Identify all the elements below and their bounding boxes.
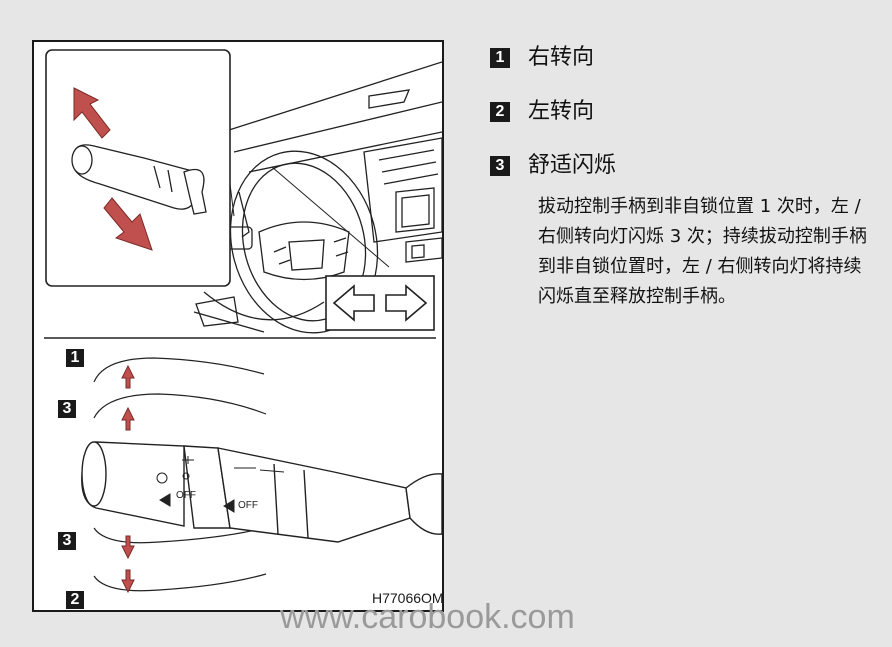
up-arrow-icon	[121, 364, 135, 389]
down-arrow-icon	[121, 569, 135, 594]
item-number: 3	[490, 156, 510, 176]
off-label-left: OFF	[176, 490, 196, 501]
right-turn-arrow-icon	[385, 284, 428, 322]
left-turn-arrow-icon	[332, 284, 375, 322]
light-icon	[156, 472, 168, 484]
stalk-motion-curves	[93, 357, 267, 592]
down-arrow-icon	[121, 535, 135, 560]
stalk-symbols	[156, 456, 285, 513]
figure-code: H77066OM	[372, 590, 444, 606]
turn-signal-illustration: OFF OFF	[44, 49, 442, 594]
dashboard-drawing	[193, 61, 442, 334]
up-arrow-icon	[73, 87, 111, 139]
item-number: 2	[490, 102, 510, 122]
item-label: 右转向	[528, 45, 595, 70]
up-arrow-icon	[121, 406, 135, 431]
item-label: 舒适闪烁	[528, 153, 617, 178]
callout-3: 3	[58, 532, 76, 550]
callout-1: 1	[66, 349, 84, 367]
watermark: www.carobook.com	[280, 598, 575, 636]
zoom-inset	[45, 49, 231, 287]
turn-indicator-box	[325, 275, 435, 331]
illustration-figure: OFF OFF 1 3 3 2 H77066OM	[32, 40, 444, 612]
off-label-right: OFF	[238, 500, 258, 511]
item-description: 拔动控制手柄到非自锁位置 1 次时，左 / 右侧转向灯闪烁 3 次；持续拔动控制…	[538, 196, 867, 307]
callout-2: 2	[66, 591, 84, 609]
down-arrow-icon	[103, 197, 153, 251]
combination-switch-stalk	[81, 441, 442, 543]
callout-3: 3	[58, 400, 76, 418]
item-number: 1	[490, 48, 510, 68]
item-label: 左转向	[528, 99, 595, 124]
